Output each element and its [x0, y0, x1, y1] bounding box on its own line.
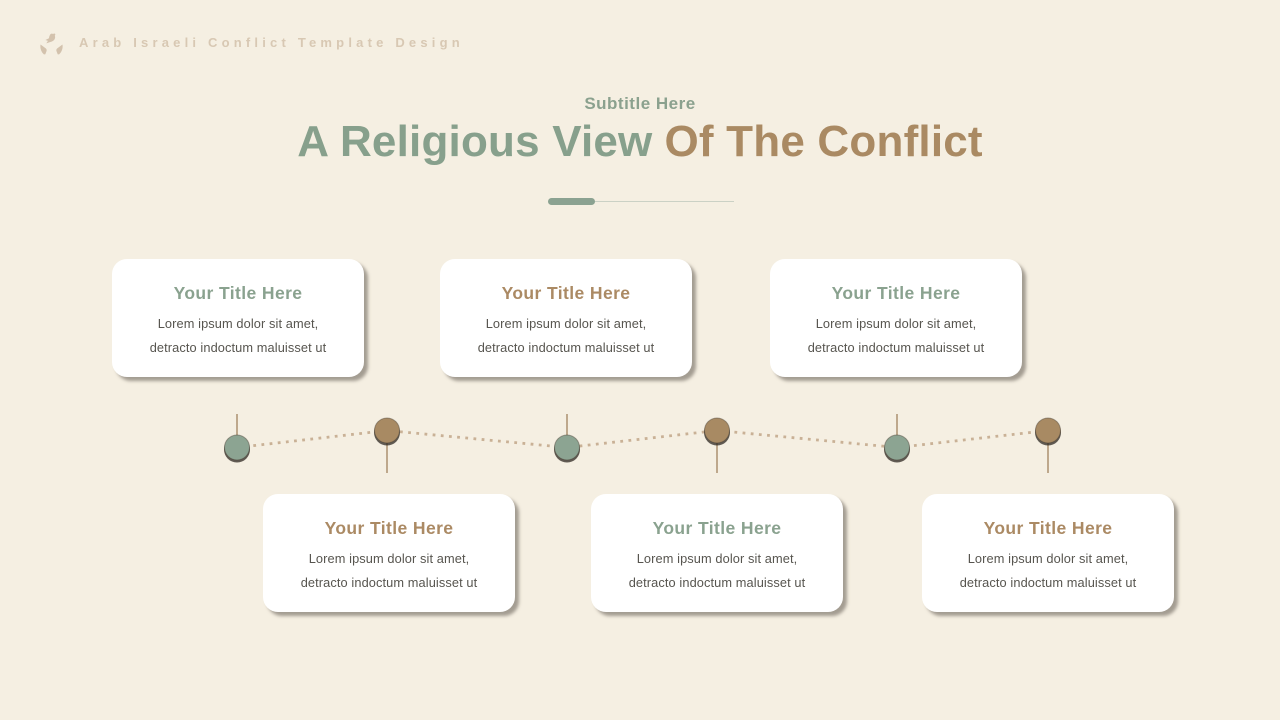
info-card-bottom-2: Your Title Here Lorem ipsum dolor sit am…	[591, 494, 843, 612]
card-body-line: Lorem ipsum dolor sit amet,	[636, 551, 798, 566]
title-divider	[548, 198, 734, 206]
divider-thin-line	[595, 201, 734, 202]
card-body-line: Lorem ipsum dolor sit amet,	[967, 551, 1129, 566]
card-title: Your Title Here	[501, 283, 631, 303]
card-body-line: detracto indoctum maluisset ut	[300, 575, 478, 590]
info-card-bottom-3: Your Title Here Lorem ipsum dolor sit am…	[922, 494, 1174, 612]
card-body-line: detracto indoctum maluisset ut	[477, 340, 655, 355]
card-title: Your Title Here	[173, 283, 303, 303]
timeline-node-brown-1	[374, 417, 400, 444]
card-title: Your Title Here	[983, 518, 1113, 538]
card-body-line: Lorem ipsum dolor sit amet,	[308, 551, 470, 566]
info-card-top-2: Your Title Here Lorem ipsum dolor sit am…	[440, 259, 692, 377]
card-title: Your Title Here	[831, 283, 961, 303]
card-body-line: detracto indoctum maluisset ut	[628, 575, 806, 590]
card-title: Your Title Here	[324, 518, 454, 538]
brand-header: Arab Israeli Conflict Template Design	[38, 29, 464, 56]
timeline-node-shadows	[224, 419, 1061, 463]
divider-accent-bar	[548, 198, 595, 205]
info-card-top-3: Your Title Here Lorem ipsum dolor sit am…	[770, 259, 1022, 377]
card-body-line: Lorem ipsum dolor sit amet,	[815, 316, 977, 331]
timeline-pin-sticks	[236, 414, 1049, 473]
card-title: Your Title Here	[652, 518, 782, 538]
timeline-dotted-connector	[236, 429, 1049, 449]
info-card-top-1: Your Title Here Lorem ipsum dolor sit am…	[112, 259, 364, 377]
slide-subtitle: Subtitle Here	[584, 94, 696, 113]
info-card-bottom-1: Your Title Here Lorem ipsum dolor sit am…	[263, 494, 515, 612]
card-body-line: detracto indoctum maluisset ut	[149, 340, 327, 355]
card-body-line: Lorem ipsum dolor sit amet,	[157, 316, 319, 331]
timeline-node-green-3	[884, 434, 910, 461]
title-part-brown: Of The Conflict	[664, 117, 983, 166]
card-body-line: Lorem ipsum dolor sit amet,	[485, 316, 647, 331]
card-body-line: detracto indoctum maluisset ut	[807, 340, 985, 355]
timeline-node-brown-2	[704, 417, 730, 444]
timeline-node-green-1	[224, 434, 250, 461]
timeline-node-green-2	[554, 434, 580, 461]
card-body-line: detracto indoctum maluisset ut	[959, 575, 1137, 590]
title-part-green: A Religious View	[297, 117, 653, 166]
hands-holding-dove-logo-icon	[38, 29, 65, 56]
brand-title: Arab Israeli Conflict Template Design	[79, 35, 464, 50]
timeline-node-brown-3	[1035, 417, 1061, 444]
